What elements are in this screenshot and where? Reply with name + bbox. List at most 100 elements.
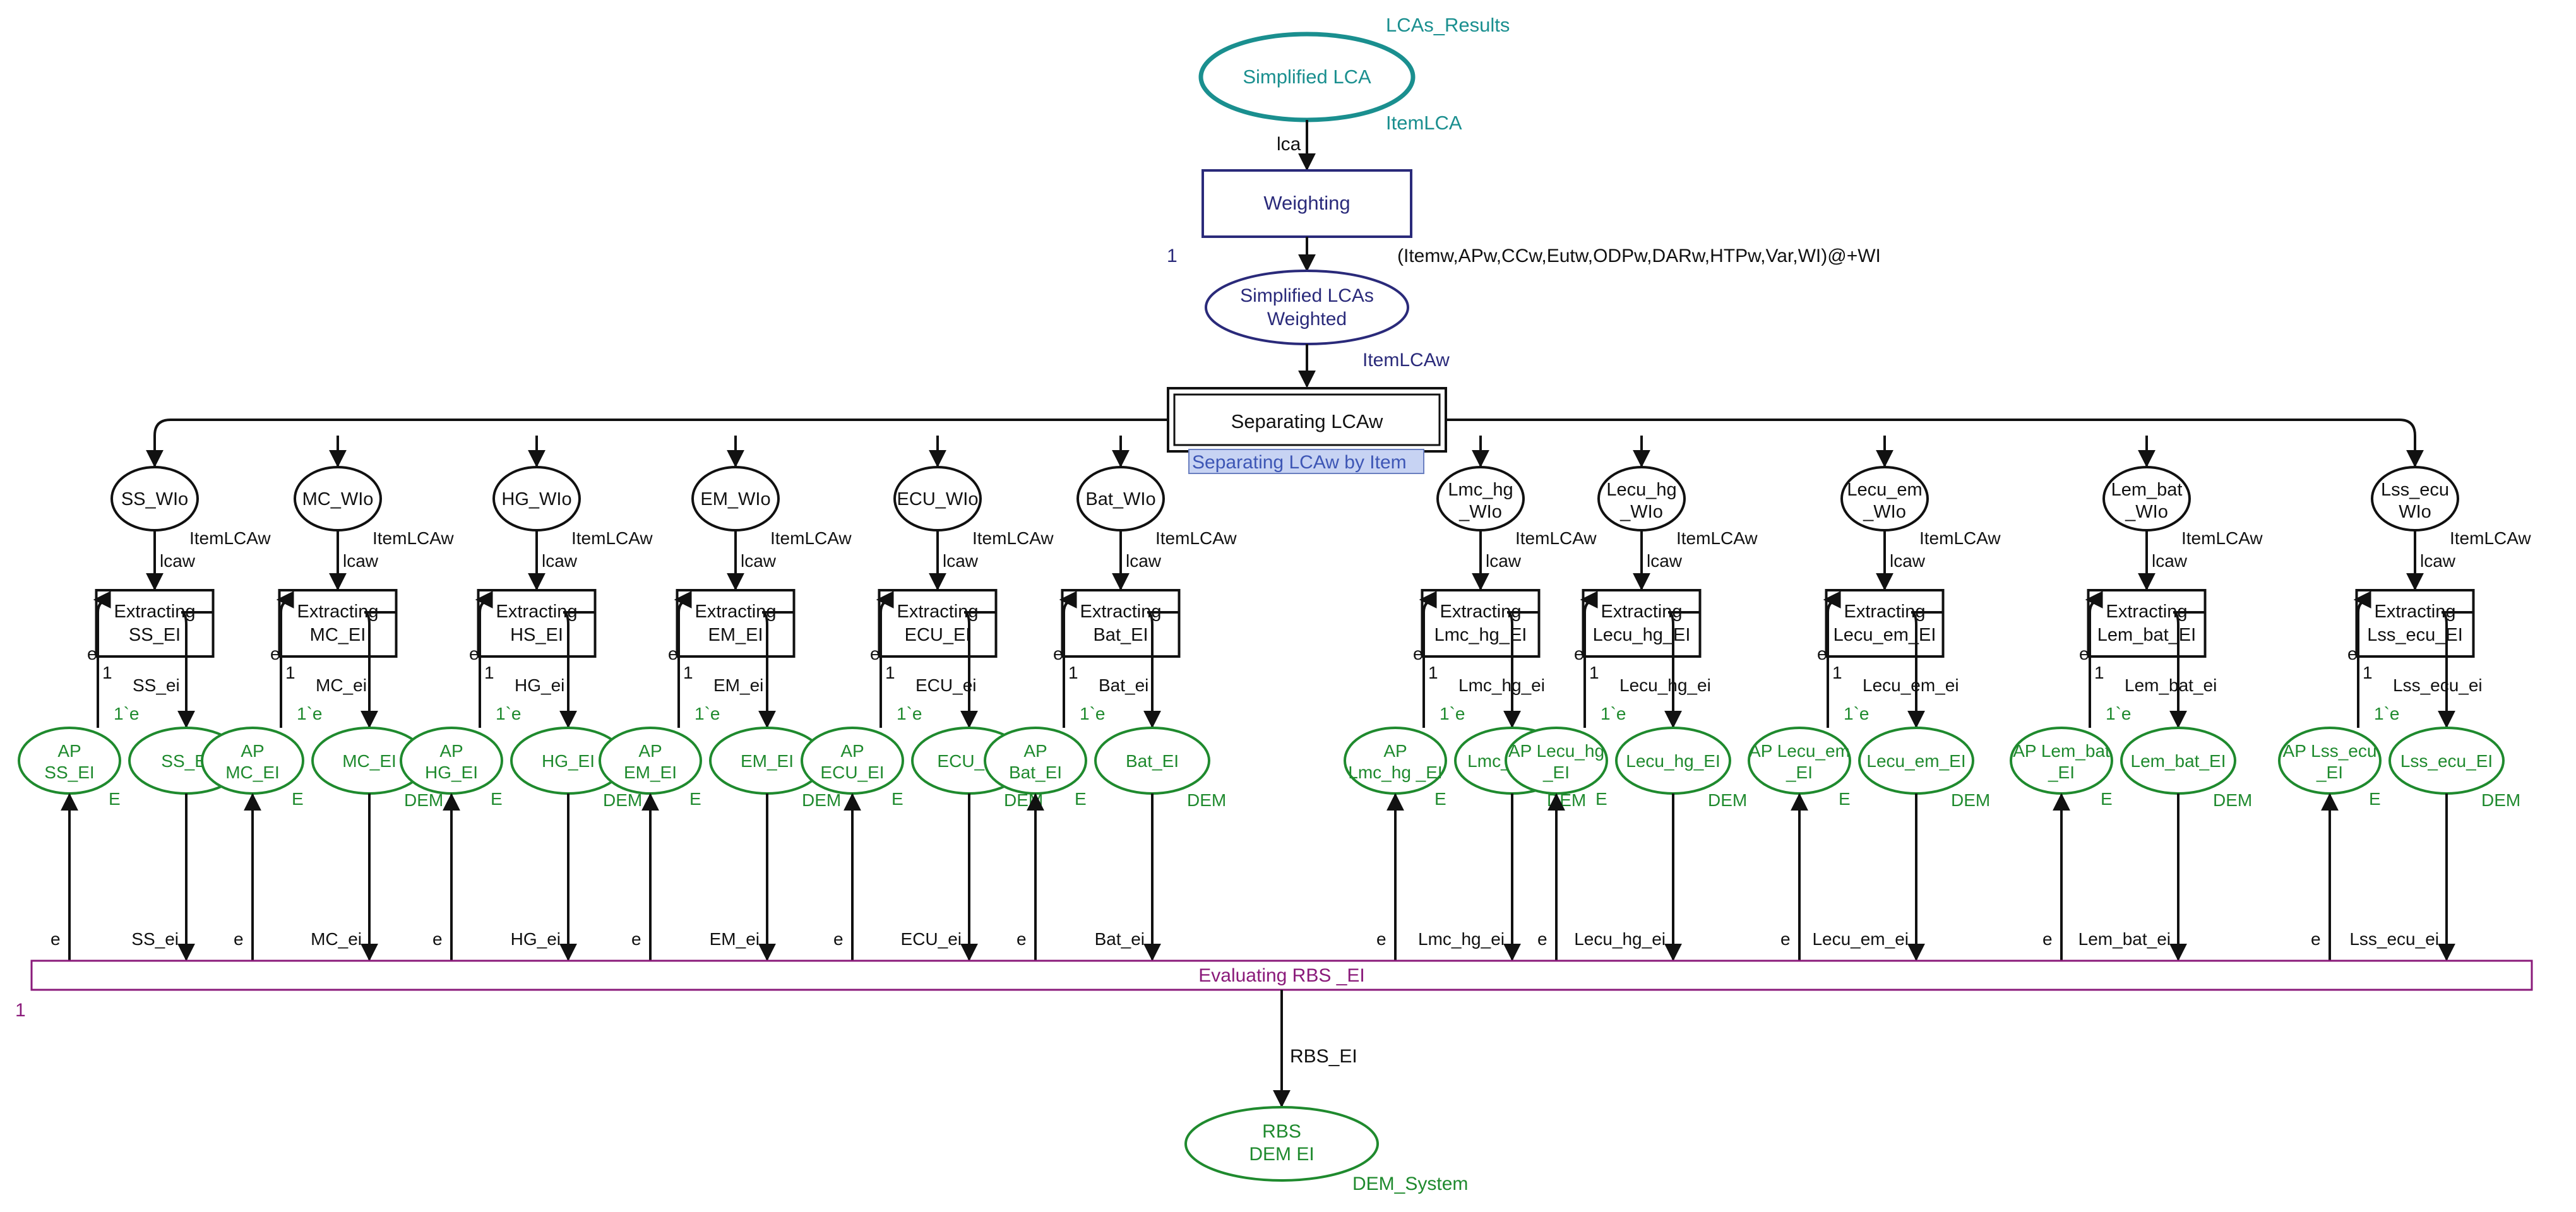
place-ap[interactable] [400, 727, 503, 795]
transition-extracting[interactable] [878, 589, 998, 658]
arc-bottom-e-label: e [432, 929, 443, 949]
place-ap-label-2: _EI [1786, 763, 1813, 782]
place-ap[interactable] [984, 727, 1087, 795]
arc-extracting-output-label: MC_ei [316, 675, 367, 695]
place-ap-initial-marking: 1`e [297, 704, 322, 723]
arc-ap-e-label: e [87, 644, 97, 663]
place-simplified-lca-label: Simplified LCA [1243, 66, 1371, 88]
arc-bottom-ei-label: SS_ei [131, 929, 179, 949]
arc-ap-1-label: 1 [2363, 663, 2373, 682]
arc-ap-1-label: 1 [484, 663, 494, 682]
place-simplified-lca-name: LCAs_Results [1386, 14, 1510, 36]
transition-extracting[interactable] [95, 589, 215, 658]
arc-ap-to-extracting [876, 591, 894, 728]
arc-ap-e-label: e [1574, 644, 1584, 663]
transition-weighting[interactable] [1202, 169, 1412, 238]
arc-ap-to-extracting [1059, 591, 1077, 728]
place-ap-type: E [292, 789, 304, 809]
transition-extracting[interactable] [278, 589, 398, 658]
transition-extracting[interactable] [477, 589, 597, 658]
place-weighted-label-2: Weighted [1267, 309, 1347, 330]
arc-ap-to-extracting [1419, 591, 1437, 728]
arc-extracting-to-ei [960, 611, 996, 728]
arc-lcaw-label: lcaw [741, 551, 777, 571]
arc-bottom-ei-label: MC_ei [311, 929, 362, 949]
place-rbs-dem-ei[interactable] [1184, 1106, 1379, 1182]
arc-lcaw-label: lcaw [1126, 551, 1162, 571]
transition-weighting-label: Weighting [1263, 192, 1350, 214]
place-ap[interactable] [2278, 727, 2382, 795]
place-rbs-label-1: RBS [1262, 1121, 1301, 1142]
transition-extracting-label-2: Lem_bat_EI [2097, 625, 2196, 645]
place-ap-label-1: AP [57, 741, 81, 761]
place-ap-label-1: AP [638, 741, 662, 761]
place-ap[interactable] [2010, 727, 2113, 795]
arc-extracting-to-ei [177, 611, 213, 728]
place-ei-type: DEM [2481, 790, 2520, 810]
place-ap-initial-marking: 1`e [1844, 704, 1869, 723]
place-wio-label: Lmc_hg [1448, 480, 1513, 500]
bottom-chain: Evaluating RBS _EI 1 RBS_EI RBS DEM EI D… [15, 960, 2533, 1194]
place-ap-initial-marking: 1`e [1080, 704, 1105, 723]
place-ap[interactable] [599, 727, 702, 795]
substitution-tag-label[interactable]: Separating LCAw by Item [1192, 452, 1407, 473]
place-ap[interactable] [18, 727, 121, 795]
arc-lcaw-label: lcaw [542, 551, 578, 571]
arc-weighting-output-label: (Itemw,APw,CCw,Eutw,ODPw,DARw,HTPw,Var,W… [1397, 246, 1881, 266]
place-simplified-lcas-weighted[interactable] [1205, 270, 1409, 345]
place-wio-type: ItemLCAw [1515, 528, 1597, 548]
arc-lcaw-label: lcaw [343, 551, 379, 571]
transition-extracting[interactable] [2355, 589, 2475, 658]
place-ap[interactable] [201, 727, 304, 795]
arc-extracting-to-ei [361, 611, 397, 728]
place-ap-label-2: SS_EI [44, 763, 94, 782]
transition-extracting[interactable] [1582, 589, 1702, 658]
arc-extracting-output-label: SS_ei [133, 675, 180, 695]
arc-extracting-to-ei [1664, 611, 1700, 728]
arc-ap-to-extracting [2085, 591, 2103, 728]
place-wio-label: HG_WIo [501, 489, 571, 509]
place-ap[interactable] [1344, 727, 1447, 795]
place-ap[interactable] [1505, 727, 1608, 795]
separating-distribution-bus [153, 419, 2416, 436]
branch-5: ECU_WIoItemLCAwlcawExtractingECU_EIAPECU… [801, 436, 1054, 961]
place-wio-label-2: _WIo [2125, 502, 2168, 522]
place-wio-type: ItemLCAw [770, 528, 852, 548]
place-wio-label-2: WIo [2399, 502, 2431, 522]
transition-extracting[interactable] [1061, 589, 1181, 658]
place-ap-label-2: MC_EI [225, 763, 280, 782]
place-wio-type: ItemLCAw [2181, 528, 2263, 548]
branch-2: MC_WIoItemLCAwlcawExtractingMC_EIAPMC_EI… [201, 436, 454, 961]
place-wio-label: EM_WIo [700, 489, 770, 509]
place-ap-label-1: AP Lss_ecu [2283, 741, 2377, 761]
place-ap[interactable] [1748, 727, 1851, 795]
place-ap[interactable] [801, 727, 904, 795]
transition-extracting[interactable] [676, 589, 796, 658]
place-ei-label: MC_EI [342, 751, 397, 771]
transition-extracting-label-2: SS_EI [129, 625, 181, 645]
place-wio-label-2: _WIo [1863, 502, 1906, 522]
place-ap-label-1: AP [840, 741, 864, 761]
arc-bottom-e-label: e [2042, 929, 2053, 949]
transition-extracting[interactable] [1421, 589, 1541, 658]
transition-extracting-label-2: MC_EI [310, 625, 366, 645]
place-wio-label: Lem_bat [2111, 480, 2183, 500]
place-wio-label: Lss_ecu [2381, 480, 2449, 500]
transition-extracting[interactable] [2087, 589, 2207, 658]
place-ap-initial-marking: 1`e [114, 704, 139, 723]
place-ap-label-2: Bat_EI [1009, 763, 1062, 782]
branch-columns: SS_WIoItemLCAwlcawExtractingSS_EIAPSS_EI… [18, 436, 2531, 961]
place-simplified-lca-type: ItemLCA [1386, 112, 1462, 134]
place-ap-type: E [1595, 789, 1607, 809]
arc-bottom-e-label: e [2311, 929, 2321, 949]
transition-extracting[interactable] [1825, 589, 1945, 658]
branch-10: Lem_bat_WIoItemLCAwlcawExtractingLem_bat… [2010, 436, 2263, 961]
arc-bottom-ei-label: Lecu_hg_ei [1574, 929, 1666, 949]
place-weighted-label-1: Simplified LCAs [1240, 285, 1374, 306]
arc-ap-e-label: e [870, 644, 880, 663]
arc-bottom-e-label: e [1780, 929, 1791, 949]
arc-bottom-e-label: e [833, 929, 844, 949]
branch-1: SS_WIoItemLCAwlcawExtractingSS_EIAPSS_EI… [18, 436, 271, 961]
arc-extracting-to-ei [2169, 611, 2205, 728]
